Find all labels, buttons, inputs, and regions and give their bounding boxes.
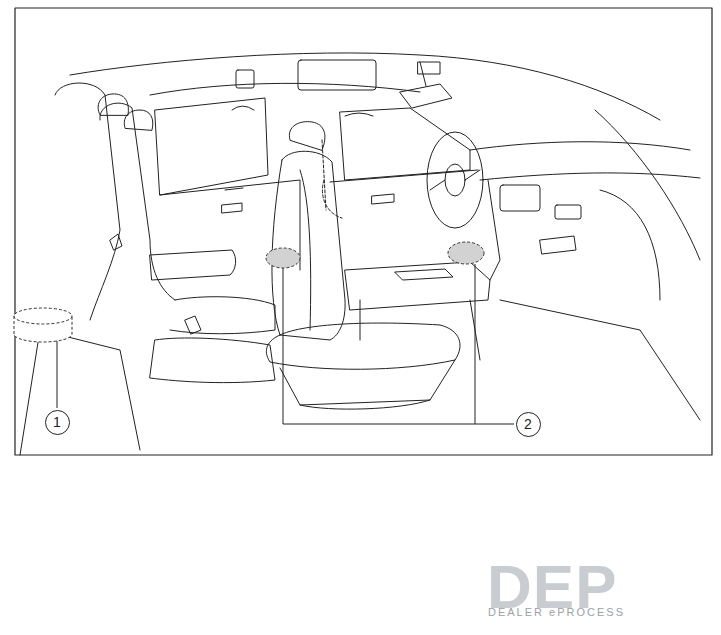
rear-seat-edge (40, 330, 140, 450)
seat-base (280, 360, 455, 405)
floor-line (500, 300, 700, 420)
door-handle (222, 203, 242, 213)
console-side (360, 300, 480, 360)
mirror-mount (418, 62, 440, 74)
steering-wheel (427, 132, 483, 228)
front-cushion (266, 323, 460, 369)
door-line (225, 170, 478, 190)
frame (15, 8, 712, 455)
rear-window (155, 98, 268, 195)
dashboard-top (470, 142, 690, 150)
rear-seatback (100, 103, 175, 300)
mirror (400, 84, 452, 108)
grab-handle (345, 113, 373, 116)
belt-buckle (110, 234, 122, 250)
steering-hub (445, 164, 465, 196)
windshield-pillar (595, 110, 700, 260)
floor-edge (20, 330, 40, 455)
rear-seat-base (150, 338, 275, 383)
rear-cushion (170, 297, 275, 334)
steering-spoke (430, 170, 480, 190)
leader-line (283, 264, 475, 424)
rear-armrest (150, 250, 236, 280)
callout-circle: 2 (516, 412, 541, 437)
headrest (98, 94, 128, 115)
seat-base (300, 400, 430, 409)
belt-buckle (185, 316, 201, 334)
subwoofer (14, 308, 72, 342)
center-console (345, 262, 490, 310)
leader-line (475, 424, 514, 425)
speaker (266, 248, 300, 268)
headrest (124, 110, 153, 130)
center-stack (488, 180, 500, 280)
dome-lamp (236, 70, 254, 88)
front-window (340, 108, 470, 180)
door-handle (372, 194, 394, 204)
front-headrest (289, 122, 325, 150)
grab-handle (232, 106, 254, 110)
air-vent (555, 205, 581, 219)
screen (500, 185, 540, 211)
callout-number: 1 (53, 415, 61, 429)
glovebox-handle (540, 236, 576, 254)
seat-belt (322, 180, 342, 218)
dashboard-line (480, 173, 700, 180)
speaker-marks (14, 242, 514, 424)
sunroof (298, 60, 376, 90)
rear-door (160, 180, 300, 270)
shifter (395, 269, 453, 280)
dash-side (600, 190, 660, 300)
leader-line (57, 341, 58, 408)
seat-seam (300, 170, 311, 330)
watermark-text: DEALER ePROCESS (488, 607, 625, 618)
callout-circle: 1 (45, 410, 70, 435)
callout-number: 2 (524, 417, 532, 431)
speaker (448, 242, 484, 264)
roof-edge (150, 83, 420, 95)
rear-seatback (55, 83, 120, 320)
